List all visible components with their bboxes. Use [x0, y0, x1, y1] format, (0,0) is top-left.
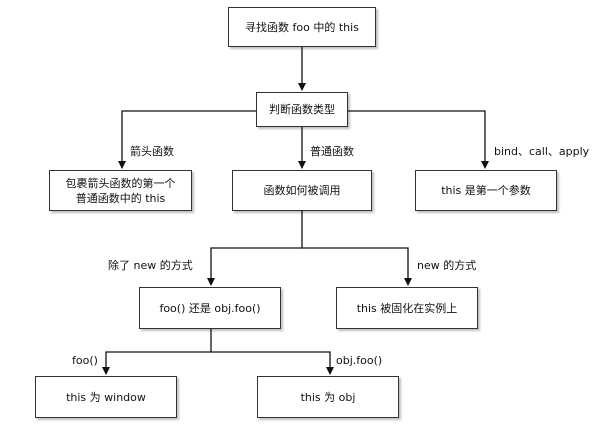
node-how-called: 函数如何被调用	[232, 170, 372, 211]
label-arrow-fn: 箭头函数	[130, 145, 174, 158]
node-bind-result: this 是第一个参数	[415, 170, 557, 211]
node-window-result: this 为 window	[35, 376, 177, 418]
label-foo-call: foo()	[72, 354, 98, 367]
node-arrow-fn-result: 包裹箭头函数的第一个 普通函数中的 this	[49, 170, 192, 211]
edge-judge-to-bind	[348, 110, 489, 169]
node-find-this: 寻找函数 foo 中的 this	[228, 7, 376, 47]
label-bind-call-apply: bind、call、apply	[494, 145, 590, 158]
node-new-result: this 被固化在实例上	[336, 287, 478, 329]
label-normal-fn: 普通函数	[310, 145, 354, 158]
label-not-new: 除了 new 的方式	[108, 259, 193, 272]
label-new-way: new 的方式	[417, 259, 477, 272]
node-judge-type: 判断函数类型	[256, 92, 348, 127]
edge-foo-split	[102, 329, 212, 375]
node-foo-or-obj: foo() 还是 obj.foo()	[139, 287, 281, 329]
edge-foo-to-obj	[211, 351, 334, 375]
edge-called-to-new	[302, 247, 412, 286]
edge-judge-to-arrow	[118, 110, 256, 169]
label-obj-call: obj.foo()	[336, 354, 383, 367]
node-obj-result: this 为 obj	[257, 376, 399, 418]
edge-called-split	[207, 211, 303, 286]
